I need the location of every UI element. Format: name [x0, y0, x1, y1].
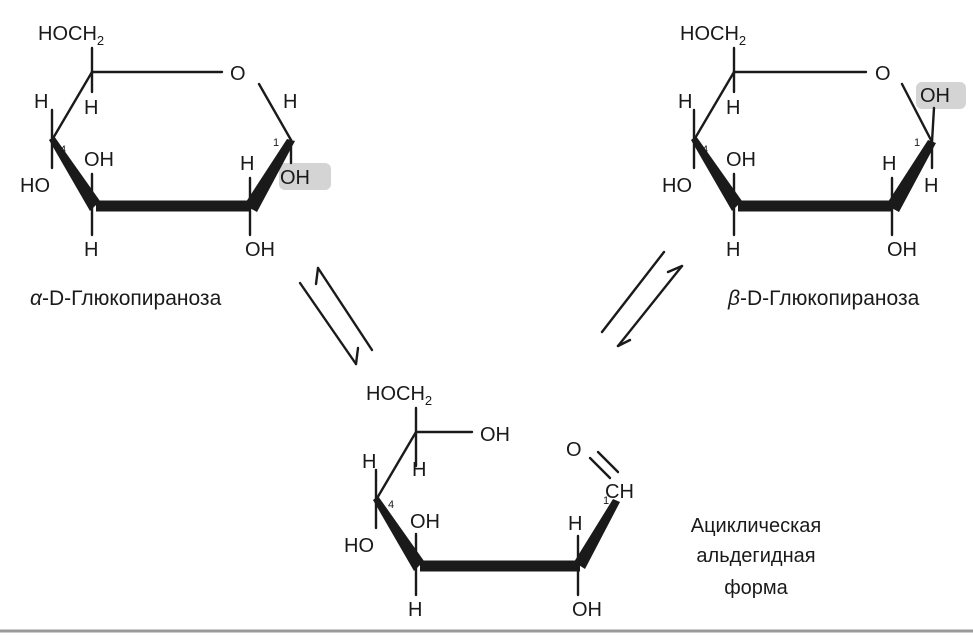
beta-bond-o-c1	[900, 82, 934, 144]
acyclic-c4-number: 4	[388, 499, 394, 511]
acyclic-aldehyde-structure: HOCH2 OH H H 4 HO OH H H OH CH 1 O	[344, 383, 634, 621]
beta-c3-hydroxyl: OH	[726, 149, 756, 171]
acyclic-hoch2-group: HOCH2	[366, 383, 432, 408]
beta-c5-hydrogen: H	[726, 97, 740, 119]
alpha-c2-hydroxyl: OH	[245, 239, 275, 261]
beta-reverse-arrow-head	[616, 338, 632, 348]
alpha-c3-hydrogen: H	[84, 239, 98, 261]
alpha-ring-oxygen: O	[230, 63, 246, 85]
alpha-c1-hydroxyl: OH	[280, 167, 310, 189]
alpha-reverse-arrow-shaft	[298, 281, 358, 366]
beta-glucopyranose-label: β-D-Глюкопираноза	[727, 287, 920, 310]
alpha-c2-hydrogen: H	[240, 153, 254, 175]
alpha-c3-hydroxyl: OH	[84, 149, 114, 171]
beta-c3-hydrogen: H	[726, 239, 740, 261]
acyclic-label-line2: альдегидная	[696, 545, 815, 567]
beta-c1-hydroxyl: OH	[920, 85, 950, 107]
alpha-glucopyranose-label: α-D-Глюкопираноза	[30, 287, 222, 310]
alpha-forward-arrow-head	[314, 266, 320, 286]
beta-hoch2-group: HOCH2	[680, 23, 746, 48]
alpha-equilibrium-arrows	[298, 266, 374, 366]
beta-wedge-c1-c2	[886, 140, 936, 212]
alpha-bond-c4-c5	[50, 70, 94, 142]
beta-c2-hydroxyl: OH	[887, 239, 917, 261]
beta-c1-hydrogen: H	[924, 175, 938, 197]
alpha-glucopyranose-structure: HOCH2 O H 1 OH H OH OH H H H 4 HO	[20, 23, 331, 261]
alpha-bond-o-c1	[257, 82, 293, 142]
acyclic-carbonyl-bond-1	[588, 456, 612, 480]
acyclic-form-label: Ациклическая альдегидная форма	[691, 515, 821, 599]
alpha-c4-hydroxyl: HO	[20, 175, 50, 197]
alpha-c4-hydrogen: H	[34, 91, 48, 113]
alpha-c5-hydrogen: H	[84, 97, 98, 119]
beta-bond-c1-oh	[930, 106, 936, 144]
beta-reverse-arrow-shaft	[600, 250, 666, 334]
beta-anomeric-oh-highlight	[916, 82, 966, 109]
beta-equilibrium-arrows	[600, 250, 684, 348]
acyclic-bond-c4-c5	[374, 430, 418, 502]
beta-ring-oxygen: O	[875, 63, 891, 85]
acyclic-c1-number: 1	[603, 495, 609, 507]
alpha-reverse-arrow-head	[354, 346, 360, 366]
beta-forward-arrow-head	[666, 264, 684, 274]
acyclic-wedge-c4-c3	[373, 496, 424, 571]
beta-c1-number: 1	[914, 137, 920, 149]
acyclic-wedge-c2-c1	[574, 499, 620, 569]
acyclic-c5-hydrogen: H	[412, 459, 426, 481]
alpha-wedge-c4-c3	[49, 136, 100, 211]
acyclic-c5-hydroxyl: OH	[480, 424, 510, 446]
acyclic-label-line1: Ациклическая	[691, 515, 821, 537]
acyclic-c4-hydroxyl: HO	[344, 535, 374, 557]
acyclic-aldehyde-ch: CH	[605, 481, 634, 503]
beta-c4-number: 4	[702, 144, 708, 156]
beta-forward-arrow-shaft	[616, 264, 684, 348]
beta-glucopyranose-structure: HOCH2 O OH 1 H H OH OH H H H 4 HO	[662, 23, 966, 261]
acyclic-c3-hydrogen: H	[408, 599, 422, 621]
beta-c2-hydrogen: H	[882, 153, 896, 175]
alpha-wedge-c1-c2	[244, 139, 295, 212]
alpha-c1-hydrogen: H	[283, 91, 297, 113]
alpha-forward-arrow-shaft	[316, 266, 374, 352]
beta-c4-hydrogen: H	[678, 91, 692, 113]
acyclic-carbonyl-oxygen: O	[566, 439, 582, 461]
beta-c4-hydroxyl: HO	[662, 175, 692, 197]
alpha-c4-number: 4	[60, 144, 66, 156]
alpha-c1-number: 1	[273, 137, 279, 149]
acyclic-c2-hydroxyl: OH	[572, 599, 602, 621]
beta-wedge-c4-c3	[691, 136, 742, 211]
acyclic-c4-hydrogen: H	[362, 451, 376, 473]
alpha-anomeric-oh-highlight	[279, 163, 331, 190]
acyclic-c2-hydrogen: H	[568, 513, 582, 535]
acyclic-label-line3: форма	[724, 577, 788, 599]
acyclic-carbonyl-bond-2	[596, 450, 620, 474]
beta-bond-c4-c5	[692, 70, 736, 142]
acyclic-c3-hydroxyl: OH	[410, 511, 440, 533]
alpha-hoch2-group: HOCH2	[38, 23, 104, 48]
